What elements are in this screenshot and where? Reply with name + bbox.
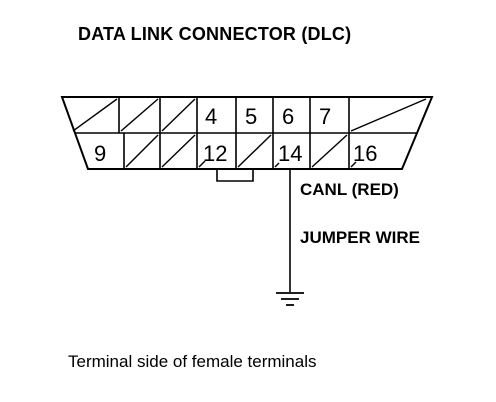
diagram-title: DATA LINK CONNECTOR (DLC) — [78, 24, 352, 44]
pin-5-label: 5 — [245, 104, 257, 129]
pin-12-label: 12 — [203, 141, 227, 166]
top-row-dividers — [118, 97, 350, 133]
pin-12-jumper-bridge — [216, 169, 254, 182]
pin-9-label: 9 — [94, 141, 106, 166]
unused-cavity-slashes — [72, 98, 427, 168]
bottom-row-dividers — [123, 133, 350, 169]
connector-outline — [60, 96, 434, 170]
ground-symbol-icon — [276, 292, 304, 306]
pin-7-label: 7 — [319, 104, 331, 129]
jumper-wire-label: JUMPER WIRE — [300, 228, 420, 247]
pin-16-label: 16 — [353, 141, 377, 166]
pin-6-label: 6 — [282, 104, 294, 129]
pin-4-label: 4 — [205, 104, 217, 129]
canl-wire-label: CANL (RED) — [300, 180, 399, 199]
diagram-caption: Terminal side of female terminals — [68, 352, 317, 371]
pin-14-label: 14 — [278, 141, 302, 166]
